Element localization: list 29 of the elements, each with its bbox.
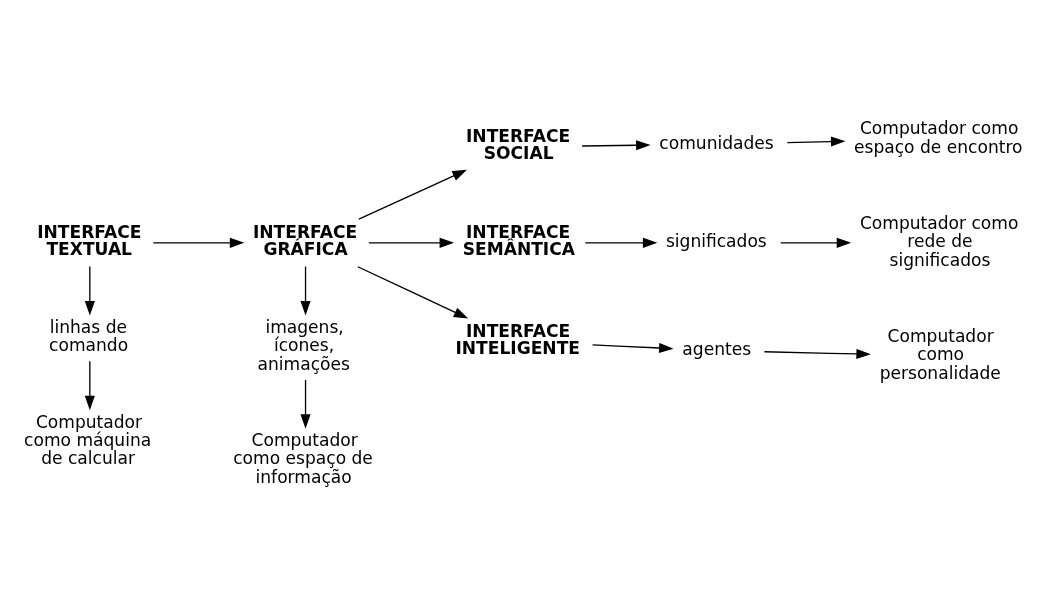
arrow (84, 360, 95, 411)
arrow (300, 265, 311, 316)
arrow (591, 342, 674, 354)
arrow (152, 237, 245, 248)
node-text: INTERFACE TEXTUAL (37, 222, 142, 260)
node-text: linhas de comando (49, 316, 129, 356)
node-text: INTERFACE GRÁFICA (252, 222, 358, 260)
node-text: Computador como espaço de informação (233, 429, 373, 487)
arrow (763, 348, 871, 360)
node-text: INTERFACE INTELIGENTE (455, 320, 580, 358)
node-text: INTERFACE SEMÂNTICA (462, 222, 575, 260)
node-text: Computador como máquina de calcular (24, 411, 152, 469)
node-text: INTERFACE SOCIAL (466, 126, 571, 164)
node-text: agentes (682, 339, 752, 360)
arrow (300, 379, 311, 429)
arrow (780, 237, 852, 248)
node-text: Computador como rede de significados (859, 212, 1019, 270)
node-text: comunidades (659, 132, 774, 153)
arrow (584, 237, 658, 248)
node-text: Computador como espaço de encontro (854, 118, 1023, 157)
arrow (368, 237, 455, 248)
arrow (786, 136, 846, 147)
node-text: Computador como personalidade (879, 326, 1001, 383)
arrow (357, 266, 469, 319)
arrow (581, 140, 651, 151)
arrow (358, 169, 467, 220)
arrow (84, 265, 95, 316)
node-text: imagens, ícones, animações (257, 316, 350, 374)
node-text: significados (665, 231, 767, 252)
